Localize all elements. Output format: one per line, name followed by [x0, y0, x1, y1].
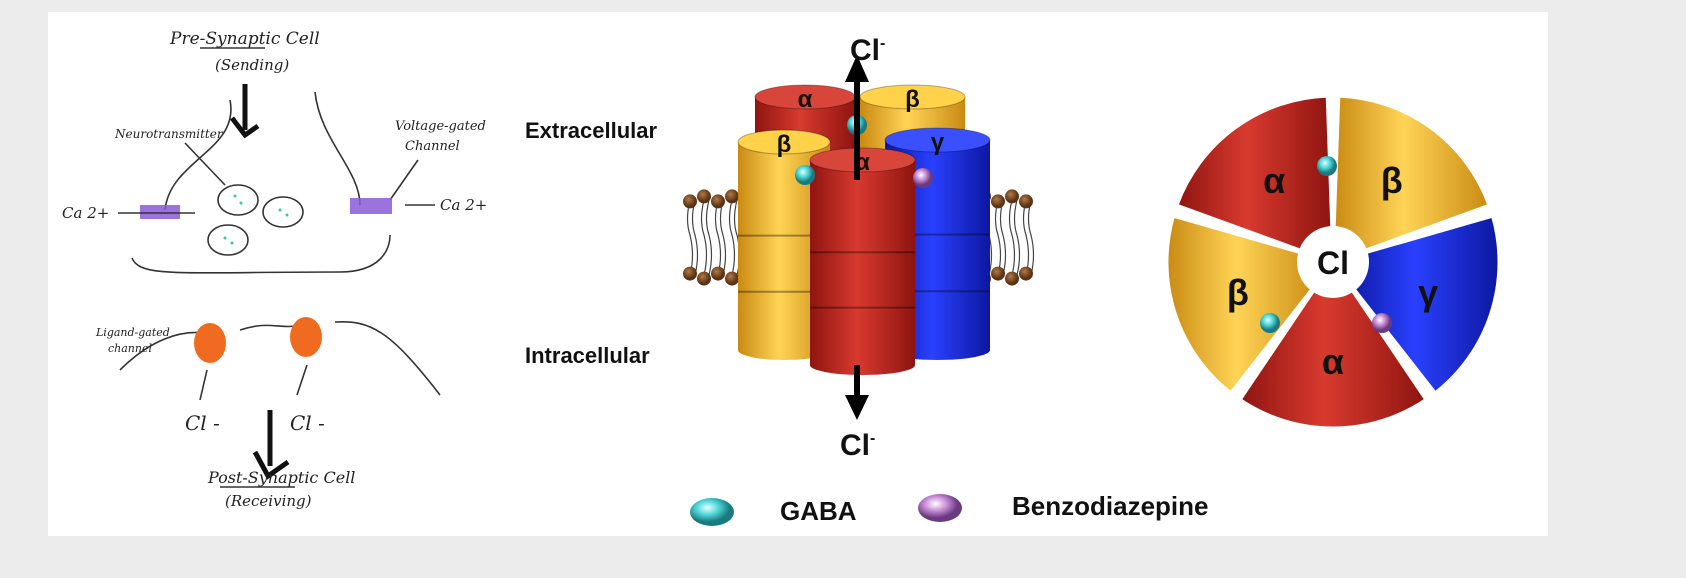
- gaba-site: [1317, 156, 1337, 176]
- chloride-label-left: Cl -: [185, 411, 220, 435]
- ligand-gated-label-2: channel: [108, 342, 152, 355]
- subunit-label: α: [798, 86, 813, 113]
- benzodiazepine-site: [913, 168, 933, 188]
- down-arrow-icon: [230, 84, 260, 139]
- voltage-gated-label: Voltage-gated: [395, 119, 486, 134]
- extracellular-label: Extracellular: [525, 118, 658, 143]
- synapse-sketch: Pre-Synaptic Cell (Sending) Neurotransmi…: [62, 29, 487, 510]
- gaba-legend-icon: [690, 498, 734, 526]
- chloride-bottom-label: Cl-: [840, 429, 875, 462]
- gaba-site: [795, 165, 815, 185]
- chloride-top-label: Cl-: [850, 34, 885, 67]
- pore: [1297, 226, 1369, 298]
- segment-label: β: [1227, 272, 1249, 313]
- down-arrow-head: [845, 395, 869, 420]
- pie-segment: β: [1165, 214, 1323, 395]
- voltage-gated-label-2: Channel: [405, 139, 460, 154]
- segment-label: α: [1322, 341, 1344, 382]
- chloride-label-right: Cl -: [290, 411, 325, 435]
- ligand-gated-channel: [290, 317, 322, 357]
- subunit-label: β: [905, 86, 920, 113]
- legend: GABA Benzodiazepine: [690, 491, 1208, 526]
- pie-segment: β: [1332, 94, 1491, 257]
- pre-synaptic-label: Pre-Synaptic Cell: [169, 29, 320, 49]
- pie-segment: γ: [1343, 214, 1501, 395]
- voltage-gated-channel: [140, 205, 180, 219]
- voltage-gated-channel: [350, 198, 392, 214]
- pore-label: Cl: [1317, 245, 1349, 281]
- gaba-site: [1260, 313, 1280, 333]
- down-arrow-icon: [252, 410, 290, 480]
- intracellular-label: Intracellular: [525, 343, 650, 368]
- segment-label: β: [1381, 160, 1403, 201]
- vesicle: [207, 224, 249, 256]
- vesicle: [217, 184, 259, 216]
- receptor-top-view: β γ α β α: [1165, 94, 1501, 430]
- segment-label: γ: [1418, 272, 1438, 313]
- pie-segment: α: [1238, 277, 1428, 430]
- pre-synaptic-sub: (Sending): [215, 56, 289, 74]
- post-synaptic-label: Post-Synaptic Cell: [207, 468, 355, 487]
- subunit-label: β: [777, 131, 792, 158]
- benzodiazepine-legend-icon: [918, 494, 962, 522]
- ligand-gated-channel: [194, 323, 226, 363]
- vesicle: [262, 196, 304, 228]
- calcium-label-left: Ca 2+: [62, 204, 109, 222]
- neurotransmitter-label: Neurotransmitter: [114, 127, 224, 141]
- ligand-gated-label: Ligand-gated: [95, 326, 170, 339]
- up-arrow-head: [845, 55, 869, 82]
- benzodiazepine-legend-label: Benzodiazepine: [1012, 491, 1208, 521]
- subunit-alpha-front: α: [809, 147, 916, 375]
- gaba-legend-label: GABA: [780, 496, 857, 526]
- pie-segment: α: [1175, 94, 1334, 257]
- segment-label: α: [1263, 160, 1285, 201]
- subunit-label: γ: [931, 129, 945, 156]
- calcium-label-right: Ca 2+: [440, 196, 487, 214]
- post-synaptic-sub: (Receiving): [225, 492, 312, 510]
- benzodiazepine-site: [1372, 313, 1392, 333]
